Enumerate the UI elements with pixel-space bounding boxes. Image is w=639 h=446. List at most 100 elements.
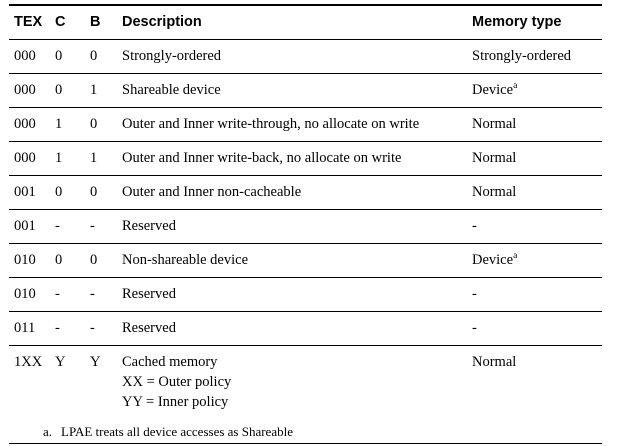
description-line: Outer and Inner non-cacheable: [122, 184, 302, 200]
cell-description: Non-shareable device: [122, 243, 472, 278]
footnote-text: LPAE treats all device accesses as Share…: [61, 424, 293, 439]
description-lines: Shareable device: [122, 82, 472, 99]
table-row: 010--Reserved-: [9, 277, 602, 312]
column-header-memory-type: Memory type: [472, 4, 602, 40]
cell-memory-type: Normal: [472, 141, 602, 176]
description-line: XX = Outer policy: [122, 374, 232, 390]
column-header-description: Description: [122, 4, 472, 40]
cell-c: Y: [55, 345, 90, 444]
description-line: Outer and Inner write-back, no allocate …: [122, 150, 402, 166]
memory-type-value: Normal: [472, 150, 517, 166]
memory-type-value: -: [472, 218, 477, 234]
description-line: Shareable device: [122, 82, 221, 98]
cell-b: 0: [90, 243, 122, 278]
description-lines: Outer and Inner non-cacheable: [122, 184, 472, 201]
cell-b: 0: [90, 39, 122, 74]
description-lines: Strongly-ordered: [122, 48, 472, 65]
description-line: Reserved: [122, 320, 176, 336]
memory-type-value: -: [472, 286, 477, 302]
cell-tex: 001: [9, 209, 55, 244]
cell-b: -: [90, 209, 122, 244]
cell-c: -: [55, 311, 90, 346]
description-lines: Non-shareable device: [122, 252, 472, 269]
cell-memory-type: Normal: [472, 107, 602, 142]
memory-type-value: Device: [472, 82, 514, 98]
cell-tex: 001: [9, 175, 55, 210]
cell-tex: 000: [9, 39, 55, 74]
cell-b: 0: [90, 107, 122, 142]
footnote-marker: a: [513, 81, 518, 92]
cell-b: 0: [90, 175, 122, 210]
description-line: Strongly-ordered: [122, 48, 222, 64]
cell-c: 1: [55, 141, 90, 176]
description-line: Outer and Inner write-through, no alloca…: [122, 116, 420, 132]
description-line: Reserved: [122, 218, 176, 234]
table-header: TEX C B Description Memory type: [9, 4, 602, 40]
cell-memory-type: Devicea: [472, 73, 602, 108]
cell-memory-type: -: [472, 209, 602, 244]
cell-tex: 000: [9, 73, 55, 108]
cell-description: Cached memory XX = Outer policy YY = Inner…: [122, 345, 472, 444]
cell-description: Strongly-ordered: [122, 39, 472, 74]
cell-memory-type: -: [472, 311, 602, 346]
cell-c: 0: [55, 73, 90, 108]
cell-description: Outer and Inner write-back, no allocate …: [122, 141, 472, 176]
cell-c: -: [55, 209, 90, 244]
description-line: Non-shareable device: [122, 252, 249, 268]
cell-tex: 010: [9, 243, 55, 278]
table-header-row: TEX C B Description Memory type: [9, 4, 602, 40]
cell-b: -: [90, 277, 122, 312]
memory-type-value: Normal: [472, 116, 517, 132]
description-line: Reserved: [122, 286, 176, 302]
cell-b: 1: [90, 73, 122, 108]
cell-description: Reserved: [122, 277, 472, 312]
column-header-b: B: [90, 4, 122, 40]
memory-type-value: Strongly-ordered: [472, 48, 572, 64]
cell-memory-type: Normal: [472, 175, 602, 210]
table-row: 001--Reserved-: [9, 209, 602, 244]
memory-type-value: Device: [472, 252, 514, 268]
cell-description: Shareable device: [122, 73, 472, 108]
description-lines: Reserved: [122, 286, 472, 303]
description-lines: Cached memory XX = Outer policy YY = Inner…: [122, 354, 472, 411]
footnote-label: a.: [43, 424, 53, 439]
cell-tex: 000: [9, 107, 55, 142]
cell-b: 1: [90, 141, 122, 176]
cell-memory-type: Normal: [472, 345, 602, 444]
table-footnotes: a. LPAE treats all device accesses as Sha…: [9, 424, 602, 440]
description-lines: Reserved: [122, 320, 472, 337]
description-line: Cached memory: [122, 354, 218, 370]
cell-tex: 000: [9, 141, 55, 176]
table-row: 011--Reserved-: [9, 311, 602, 346]
cell-description: Outer and Inner write-through, no alloca…: [122, 107, 472, 142]
memory-type-value: -: [472, 320, 477, 336]
cell-memory-type: Strongly-ordered: [472, 39, 602, 74]
cell-tex: 010: [9, 277, 55, 312]
cell-b: -: [90, 311, 122, 346]
description-lines: Outer and Inner write-through, no alloca…: [122, 116, 472, 133]
memory-type-value: Normal: [472, 184, 517, 200]
column-header-c: C: [55, 4, 90, 40]
cell-tex: 011: [9, 311, 55, 346]
cell-description: Reserved: [122, 209, 472, 244]
cell-memory-type: -: [472, 277, 602, 312]
cell-c: -: [55, 277, 90, 312]
footnote-marker: a: [513, 251, 518, 262]
cell-c: 1: [55, 107, 90, 142]
cell-tex: 1XX: [9, 345, 55, 444]
cell-b: Y: [90, 345, 122, 444]
cell-c: 0: [55, 175, 90, 210]
description-line: YY = Inner policy: [122, 394, 229, 410]
memory-type-value: Normal: [472, 354, 517, 370]
cell-c: 0: [55, 243, 90, 278]
